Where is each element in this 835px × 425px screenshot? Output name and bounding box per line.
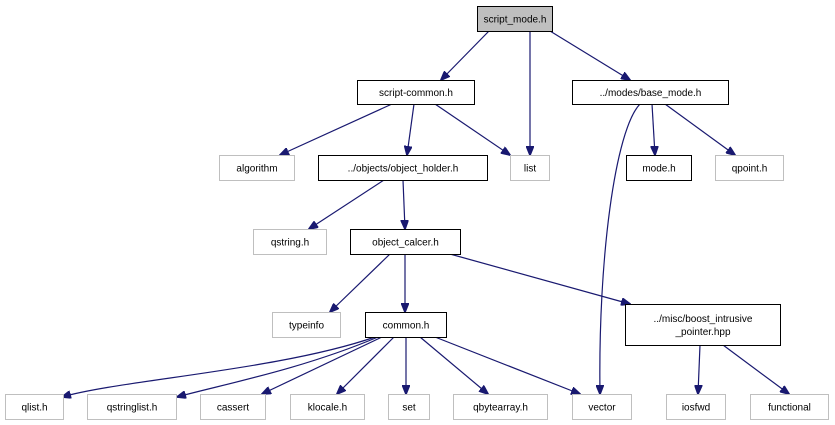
node-label: algorithm — [236, 164, 277, 175]
node-mode[interactable]: mode.h — [626, 155, 692, 181]
edge-boost-intrusive-to-iosfwd — [698, 344, 700, 394]
node-label: klocale.h — [308, 403, 347, 414]
node-label: _pointer.hpp — [674, 327, 730, 338]
node-box — [572, 80, 729, 105]
node-label: ../modes/base_mode.h — [600, 88, 702, 99]
node-label: common.h — [383, 321, 430, 332]
node-label: ../objects/object_holder.h — [348, 164, 459, 175]
node-base-mode[interactable]: ../modes/base_mode.h — [572, 80, 729, 105]
node-box — [5, 394, 64, 420]
edge-script-mode-to-script-common — [441, 30, 490, 80]
edge-object-holder-to-object-calcer — [403, 179, 405, 229]
node-label: vector — [588, 403, 616, 414]
node-object-calcer[interactable]: object_calcer.h — [350, 229, 461, 255]
edges-layer — [62, 30, 789, 397]
node-label: qpoint.h — [732, 164, 768, 175]
node-box — [253, 229, 327, 255]
node-label: list — [524, 164, 536, 175]
node-label: qstringlist.h — [107, 403, 158, 414]
node-box — [219, 155, 295, 181]
node-label: qlist.h — [21, 403, 47, 414]
edge-object-calcer-to-typeinfo — [330, 253, 391, 312]
node-label: qstring.h — [271, 238, 309, 249]
node-box — [750, 394, 829, 420]
node-label: cassert — [217, 403, 249, 414]
edge-object-holder-to-qstring — [309, 179, 385, 229]
node-iosfwd: iosfwd — [666, 394, 726, 420]
node-label: object_calcer.h — [372, 238, 439, 249]
edge-common-to-vector — [434, 336, 580, 394]
edge-script-mode-to-base-mode — [549, 30, 630, 80]
node-box — [272, 312, 341, 338]
node-cassert: cassert — [200, 394, 266, 420]
node-box — [318, 155, 488, 181]
edge-script-common-to-object-holder — [407, 103, 415, 155]
node-box — [388, 394, 430, 420]
node-klocale: klocale.h — [290, 394, 365, 420]
node-box — [715, 155, 784, 181]
node-boost-intrusive[interactable]: ../misc/boost_intrusive _pointer.hpp — [625, 304, 781, 346]
node-box — [572, 394, 632, 420]
node-qstring: qstring.h — [253, 229, 327, 255]
node-box — [200, 394, 266, 420]
node-vector: vector — [572, 394, 632, 420]
node-qstringlist: qstringlist.h — [87, 394, 177, 420]
node-label: qbytearray.h — [473, 403, 528, 414]
node-box — [87, 394, 177, 420]
node-algorithm: algorithm — [219, 155, 295, 181]
node-box — [477, 6, 553, 32]
edge-base-mode-to-vector — [600, 103, 641, 394]
edge-boost-intrusive-to-functional — [722, 344, 789, 394]
node-qpoint: qpoint.h — [715, 155, 784, 181]
edge-common-to-cassert — [262, 336, 383, 394]
node-qbytearray: qbytearray.h — [453, 394, 548, 420]
node-label: iosfwd — [682, 403, 710, 414]
node-box — [350, 229, 461, 255]
node-label: typeinfo — [289, 321, 324, 332]
node-box — [510, 155, 550, 181]
edge-script-common-to-list — [434, 103, 510, 155]
nodes-layer: script_mode.h script-common.h ../modes/bas… — [5, 6, 829, 420]
node-box — [666, 394, 726, 420]
edge-object-calcer-to-boost-intrusive — [449, 253, 630, 304]
edge-common-to-klocale — [337, 336, 395, 394]
node-box — [357, 80, 475, 105]
node-label: script_mode.h — [484, 15, 547, 26]
node-label: set — [402, 403, 416, 414]
node-box — [365, 312, 447, 338]
edge-common-to-qlist — [62, 336, 376, 397]
edge-base-mode-to-qpoint — [664, 103, 735, 155]
edge-common-to-qstringlist — [177, 336, 379, 397]
node-script-mode[interactable]: script_mode.h — [477, 6, 553, 32]
node-label: script-common.h — [379, 88, 453, 99]
node-set: set — [388, 394, 430, 420]
node-qlist: qlist.h — [5, 394, 64, 420]
node-common[interactable]: common.h — [365, 312, 447, 338]
node-functional: functional — [750, 394, 829, 420]
edge-common-to-qbytearray — [419, 336, 488, 394]
node-box — [625, 304, 781, 346]
node-script-common[interactable]: script-common.h — [357, 80, 475, 105]
node-label: ../misc/boost_intrusive — [654, 314, 753, 325]
node-box — [290, 394, 365, 420]
edge-base-mode-to-mode — [652, 103, 655, 155]
node-box — [626, 155, 692, 181]
node-label: functional — [768, 403, 811, 414]
edge-script-common-to-algorithm — [280, 103, 393, 155]
node-list: list — [510, 155, 550, 181]
node-typeinfo: typeinfo — [272, 312, 341, 338]
node-box — [453, 394, 548, 420]
node-object-holder[interactable]: ../objects/object_holder.h — [318, 155, 488, 181]
node-label: mode.h — [642, 164, 675, 175]
